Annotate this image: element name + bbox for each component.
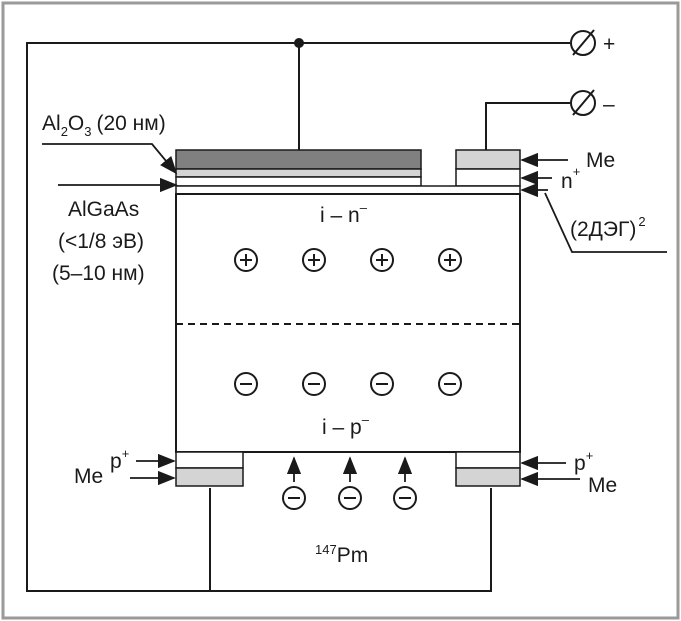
metal-contact-bottom-right [455,467,521,487]
negative-charge [370,372,394,396]
source-electron [282,486,306,510]
metal-contact-bottom-left [175,467,244,487]
pm-source-label: 147Pm [315,542,368,567]
al2o3-pointer [42,143,178,175]
circuit-wire-negative [485,102,570,150]
positive-charges [234,248,462,272]
i-n-region-label: i – n– [320,200,368,227]
negative-charge [234,372,258,396]
algaas-label: AlGaAs [68,198,139,221]
algaas-energy-label: (<1/8 эВ) [58,230,144,253]
positive-charge [302,248,326,272]
terminal-negative: – [570,89,615,116]
terminal-positive: + [570,29,615,56]
algaas-layer [175,176,422,187]
p-plus-bottom-left-label: p+ [110,446,129,473]
2deg-pointer-line [544,192,667,253]
me-bottom-left-label: Me [74,465,103,488]
p-plus-contact-right [455,451,521,469]
n-plus-contact [455,168,521,187]
source-electron [393,486,417,510]
negative-charges [234,372,462,396]
me-bottom-right-label: Me [588,474,617,497]
positive-charge [234,248,258,272]
i-p-region-label: i – p– [322,412,370,439]
gate-metal-layer [175,149,422,170]
negative-charge [302,372,326,396]
terminal-plus-label: + [603,33,615,56]
junction-dot [294,38,304,48]
me-top-right-label: Me [586,149,615,172]
n-plus-label: n+ [561,164,580,193]
circuit-wire-positive [26,42,570,592]
algaas-thickness-label: (5–10 нм) [52,262,145,285]
al2o3-layer [175,168,422,178]
external-circuit [26,42,570,592]
positive-charge [438,248,462,272]
positive-charge [370,248,394,272]
2deg-label: (2ДЭГ)2 [570,214,646,241]
source-electron [338,486,362,510]
terminal-minus-label: – [603,93,615,116]
drain-metal-contact [455,149,521,170]
p-plus-bottom-right-label: p+ [574,448,593,475]
p-plus-contact-left [175,451,244,469]
source-electrons [282,456,417,510]
al2o3-label: Al2O3(20 нм) [42,112,166,139]
negative-charge [438,372,462,396]
2deg-layer [175,185,521,195]
